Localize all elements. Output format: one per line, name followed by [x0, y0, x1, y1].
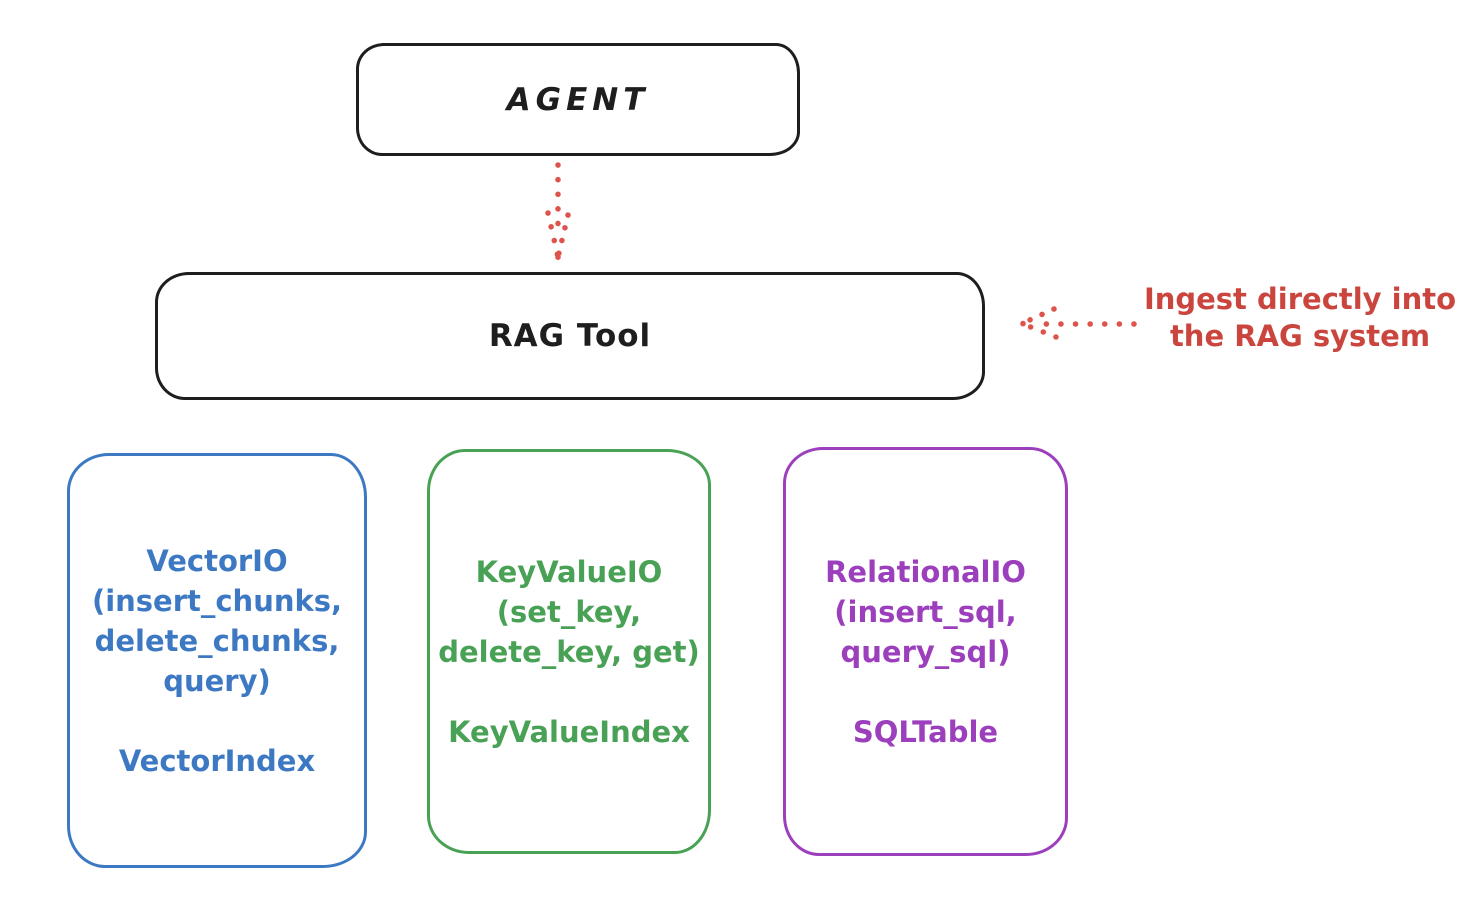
ingest-annotation-line2: the RAG system [1169, 319, 1431, 353]
relational-io-box: RelationalIO (insert_sql, query_sql) SQL… [783, 447, 1068, 856]
keyvalue-io-line: KeyValueIO [475, 554, 663, 589]
vector-io-line: (insert_chunks, [91, 583, 343, 618]
vector-io-line: delete_chunks, [94, 623, 340, 658]
vector-index-label: VectorIndex [118, 743, 316, 778]
agent-node: AGENT [356, 43, 800, 156]
relational-io-line: (insert_sql, [834, 594, 1017, 629]
relational-io-line: query_sql) [840, 634, 1011, 669]
agent-label: AGENT [506, 81, 650, 118]
keyvalue-io-box: KeyValueIO (set_key, delete_key, get) Ke… [427, 449, 711, 854]
rag-tool-node: RAG Tool [155, 272, 985, 400]
keyvalue-io-title: KeyValueIO (set_key, delete_key, get) [438, 552, 700, 672]
relational-io-title: RelationalIO (insert_sql, query_sql) [825, 552, 1026, 672]
ingest-annotation-arrow-icon [1020, 306, 1137, 340]
sql-table-label: SQLTable [852, 714, 999, 749]
vector-io-title: VectorIO (insert_chunks, delete_chunks, … [92, 541, 342, 701]
agent-to-ragtool-arrow-icon [545, 162, 571, 260]
vector-io-line: query) [163, 663, 271, 698]
ingest-annotation: Ingest directly into the RAG system [1130, 281, 1470, 355]
keyvalue-index-label: KeyValueIndex [448, 714, 690, 749]
keyvalue-io-line: delete_key, get) [438, 634, 700, 669]
vector-io-box: VectorIO (insert_chunks, delete_chunks, … [67, 453, 367, 868]
keyvalue-io-line: (set_key, [496, 594, 642, 629]
vector-io-line: VectorIO [146, 543, 288, 578]
rag-tool-label: RAG Tool [488, 318, 652, 354]
relational-io-line: RelationalIO [825, 554, 1026, 589]
ingest-annotation-line1: Ingest directly into [1143, 282, 1457, 316]
